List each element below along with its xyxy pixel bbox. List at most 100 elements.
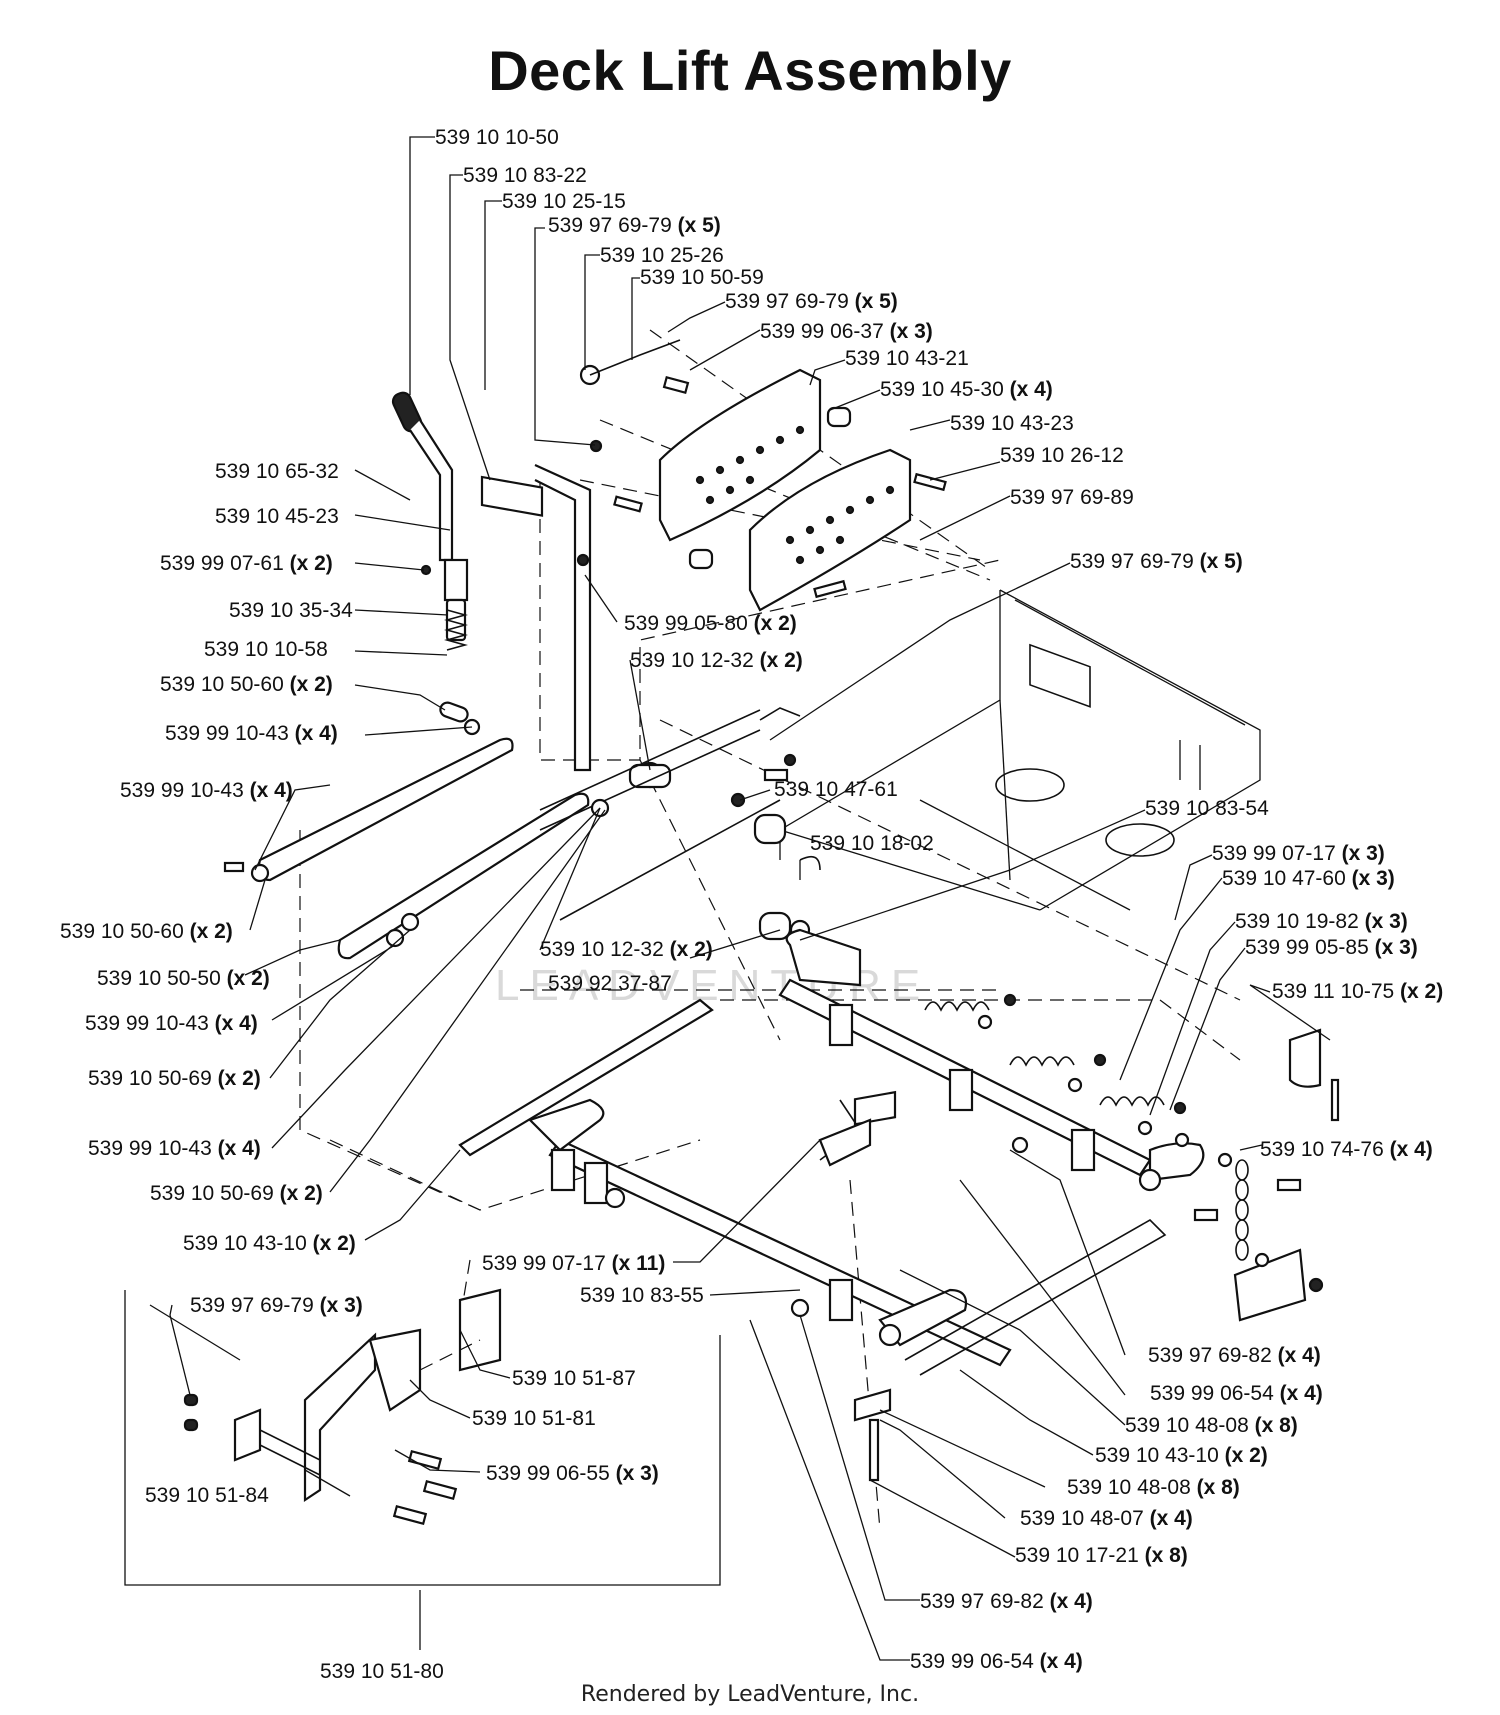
callout-c52: 539 10 43-10 (x 2) (1095, 1444, 1268, 1467)
callout-part-number: 539 10 83-55 (580, 1284, 704, 1307)
callout-c17: 539 10 35-34 (229, 599, 353, 622)
callout-part-number: 539 10 43-10 (183, 1232, 307, 1255)
rear-bracket-assembly (124, 1288, 721, 1586)
callout-c24: 539 99 10-43 (x 4) (120, 779, 293, 802)
callout-quantity: (x 3) (1346, 867, 1395, 890)
callout-part-number: 539 99 10-43 (85, 1012, 209, 1035)
callout-c44: 539 10 83-55 (580, 1284, 704, 1307)
callout-part-number: 539 99 05-80 (624, 612, 748, 635)
mower-frame-chassis (779, 589, 1261, 911)
callout-c01: 539 10 10-50 (435, 126, 559, 149)
callout-c32: 539 10 12-32 (x 2) (540, 938, 713, 961)
callout-quantity: (x 8) (1249, 1414, 1298, 1437)
callout-c16: 539 99 07-61 (x 2) (160, 552, 333, 575)
callout-c38: 539 10 50-69 (x 2) (88, 1067, 261, 1090)
callout-part-number: 539 97 69-79 (725, 290, 849, 313)
callout-quantity: (x 4) (1044, 1590, 1093, 1613)
callout-part-number: 539 97 69-79 (190, 1294, 314, 1317)
callout-part-number: 539 10 25-26 (600, 244, 724, 267)
callout-c57: 539 97 69-82 (x 4) (920, 1590, 1093, 1613)
front-hanger-chain (1174, 1028, 1340, 1322)
callout-c18: 539 10 10-58 (204, 638, 328, 661)
callout-quantity: (x 4) (209, 1012, 258, 1035)
callout-part-number: 539 10 83-54 (1145, 797, 1269, 820)
callout-part-number: 539 10 50-69 (150, 1182, 274, 1205)
callout-c14: 539 10 65-32 (215, 460, 339, 483)
callout-c36: 539 11 10-75 (x 2) (1272, 980, 1443, 1003)
diagram-title: Deck Lift Assembly (488, 39, 1012, 102)
callout-part-number: 539 10 35-34 (229, 599, 353, 622)
callout-part-number: 539 10 48-08 (1125, 1414, 1249, 1437)
callout-quantity: (x 5) (1194, 550, 1243, 573)
callout-c33: 539 99 05-85 (x 3) (1245, 936, 1418, 959)
callout-part-number: 539 10 51-84 (145, 1484, 269, 1507)
callout-part-number: 539 10 12-32 (540, 938, 664, 961)
callout-quantity: (x 11) (606, 1252, 666, 1275)
callout-quantity: (x 4) (1272, 1344, 1321, 1367)
callout-part-number: 539 10 25-15 (502, 190, 626, 213)
callout-part-number: 539 10 18-02 (810, 832, 934, 855)
callout-part-number: 539 10 43-10 (1095, 1444, 1219, 1467)
callout-quantity: (x 5) (672, 214, 721, 237)
callout-part-number: 539 10 47-60 (1222, 867, 1346, 890)
callout-part-number: 539 99 10-43 (165, 722, 289, 745)
center-bushings (730, 707, 821, 941)
callout-part-number: 539 10 51-80 (320, 1660, 444, 1683)
callout-part-number: 539 99 10-43 (120, 779, 244, 802)
callout-part-number: 539 99 07-61 (160, 552, 284, 575)
callout-c03: 539 10 25-15 (502, 190, 626, 213)
lift-lever-bar (480, 463, 672, 789)
callout-c31: 539 10 19-82 (x 3) (1235, 910, 1408, 933)
lift-links (223, 709, 781, 960)
callout-c26: 539 10 83-54 (1145, 797, 1269, 820)
callout-quantity: (x 8) (1191, 1476, 1240, 1499)
callout-c29: 539 10 47-60 (x 3) (1222, 867, 1395, 890)
callout-part-number: 539 10 47-61 (774, 778, 898, 801)
callout-c20: 539 99 10-43 (x 4) (165, 722, 338, 745)
footer-credit: Rendered by LeadVenture, Inc. (580, 1682, 920, 1707)
callout-c48: 539 97 69-82 (x 4) (1148, 1344, 1321, 1367)
callout-part-number: 539 10 50-69 (88, 1067, 212, 1090)
callout-c47: 539 10 51-81 (472, 1407, 596, 1430)
callout-part-number: 539 97 69-79 (548, 214, 672, 237)
callout-quantity: (x 4) (244, 779, 293, 802)
callout-quantity: (x 4) (1004, 378, 1053, 401)
callout-c25: 539 10 47-61 (774, 778, 898, 801)
callout-quantity: (x 2) (221, 967, 270, 990)
callout-c13: 539 97 69-89 (1010, 486, 1134, 509)
callout-quantity: (x 2) (284, 552, 333, 575)
callout-part-number: 539 10 83-22 (463, 164, 587, 187)
callout-quantity: (x 4) (1274, 1382, 1323, 1405)
callout-quantity: (x 3) (1336, 842, 1385, 865)
callout-c28: 539 99 07-17 (x 3) (1212, 842, 1385, 865)
callout-c23: 539 97 69-79 (x 5) (1070, 550, 1243, 573)
callout-c37: 539 99 10-43 (x 4) (85, 1012, 258, 1035)
callout-quantity: (x 3) (314, 1294, 363, 1317)
callout-part-number: 539 97 69-89 (1010, 486, 1134, 509)
callout-quantity: (x 2) (184, 920, 233, 943)
callout-c02: 539 10 83-22 (463, 164, 587, 187)
callout-quantity: (x 3) (1369, 936, 1418, 959)
callout-part-number: 539 10 12-32 (630, 649, 754, 672)
callout-part-number: 539 10 45-23 (215, 505, 339, 528)
callout-c58: 539 10 51-80 (320, 1660, 444, 1683)
rear-lift-shaft (458, 998, 1167, 1482)
callout-c06: 539 10 50-59 (640, 266, 764, 289)
callout-c34: 539 10 50-50 (x 2) (97, 967, 270, 990)
callout-quantity: (x 4) (1144, 1507, 1193, 1530)
callout-quantity: (x 5) (849, 290, 898, 313)
callout-c43: 539 99 07-17 (x 11) (482, 1252, 665, 1275)
height-index-plates (579, 339, 947, 612)
callout-part-number: 539 10 50-60 (60, 920, 184, 943)
callout-part-number: 539 10 10-50 (435, 126, 559, 149)
callout-c22: 539 10 12-32 (x 2) (630, 649, 803, 672)
lift-handle-assembly (391, 391, 481, 736)
callout-quantity: (x 2) (1219, 1444, 1268, 1467)
callout-quantity: (x 2) (307, 1232, 356, 1255)
callout-part-number: 539 10 50-50 (97, 967, 221, 990)
callout-c50: 539 10 48-08 (x 8) (1125, 1414, 1298, 1437)
callout-part-number: 539 10 10-58 (204, 638, 328, 661)
callout-part-number: 539 99 06-55 (486, 1462, 610, 1485)
callout-c10: 539 10 45-30 (x 4) (880, 378, 1053, 401)
